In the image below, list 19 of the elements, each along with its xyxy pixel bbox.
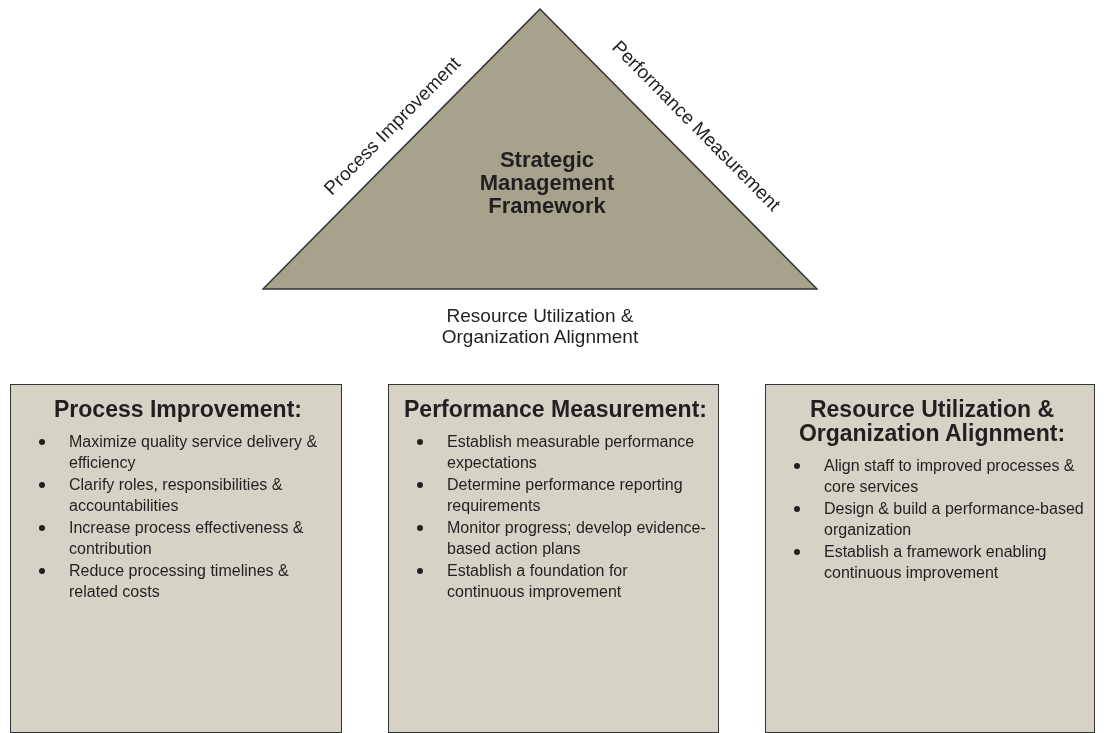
bullet-item: Establish a foundation for continuous improvement [403,560,708,602]
bullet-item: Maximize quality service delivery & efficiency [25,431,331,473]
bullet-item: Establish measurable performance expectations [403,431,708,473]
bullet-item: Increase process effectiveness & contribution [25,517,331,559]
card-heading: Process Improvement: [53,397,303,421]
card-heading: Resource Utilization & Organization Alignment: [797,397,1067,445]
category-card [10,384,342,733]
framework-title: Strategic Management Framework [478,148,616,217]
bullet-item: Reduce processing timelines & related costs [25,560,331,602]
category-card [765,384,1095,733]
bullet-item: Design & build a performance-based organization [780,498,1084,540]
bullet-item: Clarify roles, responsibilities & accountabilities [25,474,331,516]
category-card [388,384,719,733]
bullet-item: Establish a framework enabling continuous improvement [780,541,1084,583]
side-label: Resource Utilization & Organization Alignment [440,305,640,347]
bullet-item: Determine performance reporting requirements [403,474,708,516]
card-heading: Performance Measurement: [403,397,708,421]
bullet-item: Monitor progress; develop evidence-based action plans [403,517,708,559]
bullet-item: Align staff to improved processes & core services [780,455,1084,497]
